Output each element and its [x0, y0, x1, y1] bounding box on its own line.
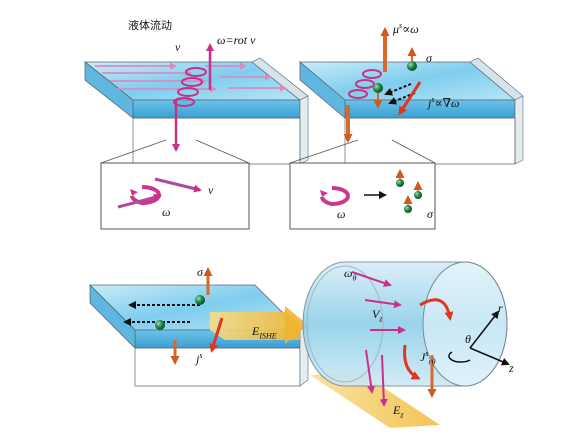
panel-a-title: 液体流动: [128, 19, 172, 32]
omega-theta-label: ωθ: [344, 266, 357, 283]
inset-b-box: [289, 162, 436, 230]
vz-label: Vz: [372, 307, 383, 324]
panel-c-ishe: [89, 267, 309, 387]
pipe-vortex: [403, 298, 454, 398]
inset-a-vortex: [117, 177, 202, 209]
electron-spin: [407, 61, 417, 71]
panel-a-liquid-flow: [83, 43, 309, 230]
sigma-label: σ: [426, 51, 432, 65]
vortex-coils-b: [348, 69, 382, 99]
spin-current-label: js∝∇ω: [428, 95, 460, 110]
z-axis-label: z: [509, 361, 514, 375]
inset-b-omega-label: ω: [337, 207, 346, 221]
vorticity-label: ω=rot v: [217, 33, 256, 47]
inset-a-velocity-label: v: [208, 183, 214, 197]
inset-b-sigma-label: σ: [427, 207, 433, 221]
electron-spin: [373, 83, 383, 93]
r-axis-label: r: [498, 301, 503, 315]
flow-arrows: [95, 62, 287, 93]
panel-b-spin-current: [289, 27, 524, 230]
ishe-field-arrow: [210, 312, 300, 340]
inset-a-box: [100, 162, 250, 230]
ishe-label: EISHE: [252, 324, 277, 341]
electron-spin: [155, 320, 165, 330]
j-rtheta-label: Jsrθ: [420, 349, 436, 367]
spin-current-label-c: js: [196, 351, 203, 366]
theta-label: θ: [465, 332, 471, 346]
inset-b-content: [320, 169, 423, 213]
spin-chemical-potential-label: μs∝ω: [393, 21, 419, 36]
panel-d-pipe-flow: [302, 261, 510, 428]
ez-label: Ez: [393, 403, 404, 420]
vortex-coils: [173, 67, 207, 107]
pipe-flow-arrows: [351, 271, 406, 407]
sigma-label-c: σ: [197, 265, 203, 279]
spin-current-arrow: [209, 317, 224, 353]
spin-current-arrow: [398, 81, 422, 116]
electron-spin: [195, 295, 205, 305]
coordinate-axes: [448, 310, 510, 366]
velocity-label: v: [175, 40, 181, 54]
inset-a-omega-label: ω: [162, 205, 171, 219]
